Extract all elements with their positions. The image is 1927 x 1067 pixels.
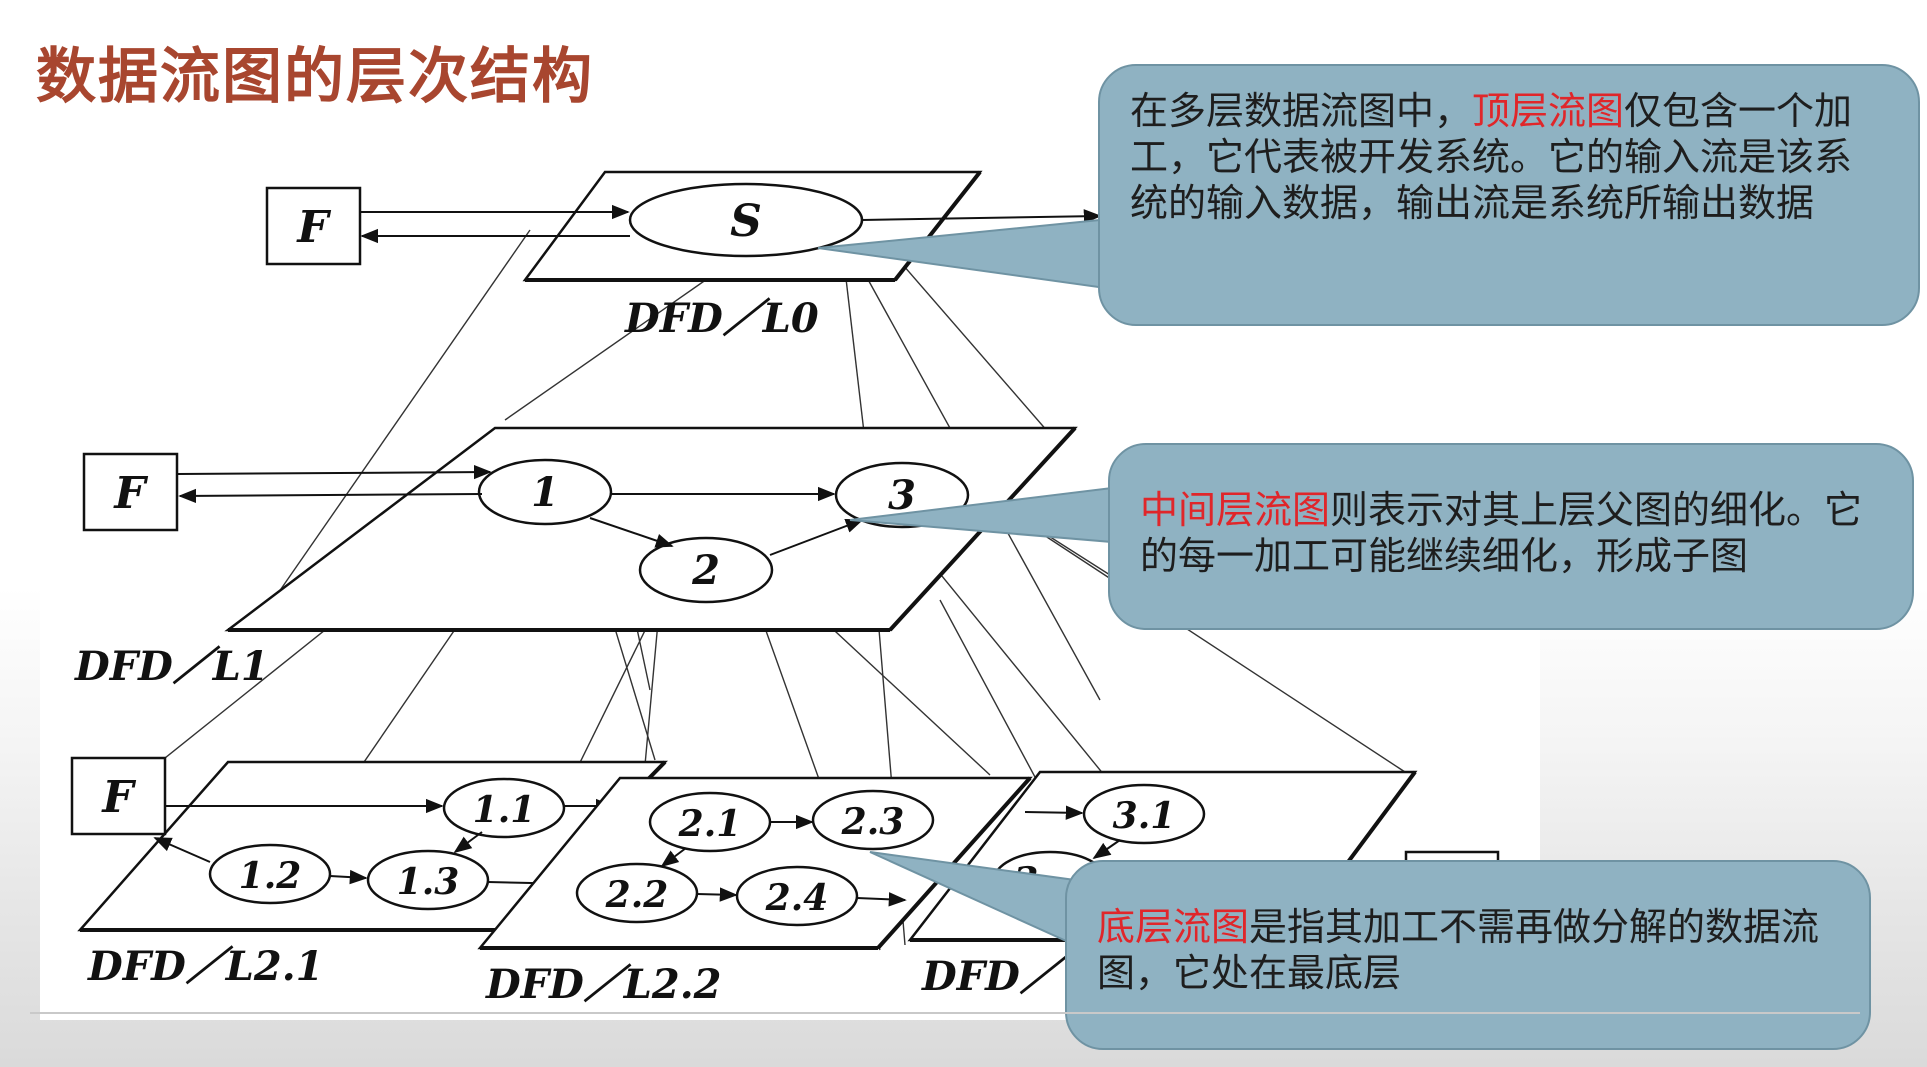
external-entity-label: F (295, 202, 331, 253)
external-entity-label-l2: F (100, 772, 136, 823)
process-2-4-label: 2.4 (765, 877, 829, 919)
external-entity-box-l2 (70, 756, 167, 836)
process-2-1-label: 2.1 (678, 803, 742, 845)
process-1 (477, 458, 613, 526)
process-1-2 (208, 843, 332, 905)
level-l2-2: 2.1 2.3 2.2 2.4 DFD／L2.2 (477, 776, 1033, 1008)
level-label-l1: DFD／L1 (74, 643, 269, 690)
callout-top-text-a: 在多层数据流图中， (1130, 89, 1473, 133)
level-l0: F S DFD／L0 (265, 170, 1102, 342)
process-2-label: 2 (691, 547, 720, 594)
level-label-l2-3: DFD／ (921, 953, 1068, 1000)
external-entity-box-l1 (82, 452, 179, 532)
process-1-1 (442, 777, 566, 839)
process-2-3-label: 2.3 (841, 801, 905, 843)
callout-top-level: 在多层数据流图中，顶层流图仅包含一个加工，它代表被开发系统。它的输入流是该系统的… (1098, 64, 1920, 326)
process-2-2-label: 2.2 (605, 874, 669, 916)
bottom-rule (30, 1012, 1860, 1014)
level-l1: F 1 2 3 DFD／L1 (74, 426, 1078, 690)
callout-middle-level: 中间层流图则表示对其上层父图的细化。它的每一加工可能继续细化，形成子图 (1108, 443, 1914, 630)
process-1-3 (366, 849, 490, 911)
callout-top-text-b: 仅包含一个加工，它代表被开发系统。它的输入流是该系统的输入数据，输出流是系统所输… (1130, 89, 1853, 225)
external-entity-box (265, 186, 362, 266)
level-label-l2-1: DFD／L2.1 (87, 943, 324, 990)
process-3-1 (1082, 783, 1206, 845)
process-3-1-label: 3.1 (1113, 795, 1176, 837)
level-label-l0: DFD／L0 (624, 295, 819, 342)
process-1-2-label: 1.2 (239, 855, 302, 897)
callout-bottom-level: 底层流图是指其加工不需再做分解的数据流图，它处在最底层 (1065, 860, 1871, 1050)
process-1-label: 1 (531, 469, 559, 516)
process-2-2 (575, 862, 699, 924)
level-l2-1: F 1.1 1.2 1.3 DFD／L2.1 (70, 756, 668, 990)
process-1-3-label: 1.3 (397, 861, 460, 903)
level-label-l2-2: DFD／L2.2 (485, 961, 722, 1008)
external-entity-label-l1: F (112, 468, 148, 519)
process-2 (638, 536, 774, 604)
slide-title: 数据流图的层次结构 (36, 42, 594, 112)
process-1-1-label: 1.1 (473, 789, 536, 831)
process-3-label: 3 (888, 472, 916, 519)
callout-bottom-highlight: 底层流图 (1097, 905, 1250, 949)
callout-top-highlight: 顶层流图 (1472, 89, 1625, 133)
callout-middle-text: 则表示对其上层父图的细化。它的每一加工可能继续细化，形成子图 (1140, 488, 1863, 578)
callout-middle-highlight: 中间层流图 (1140, 488, 1331, 532)
callout-bottom-text: 是指其加工不需再做分解的数据流图，它处在最底层 (1097, 905, 1820, 995)
process-s-label: S (730, 196, 762, 247)
